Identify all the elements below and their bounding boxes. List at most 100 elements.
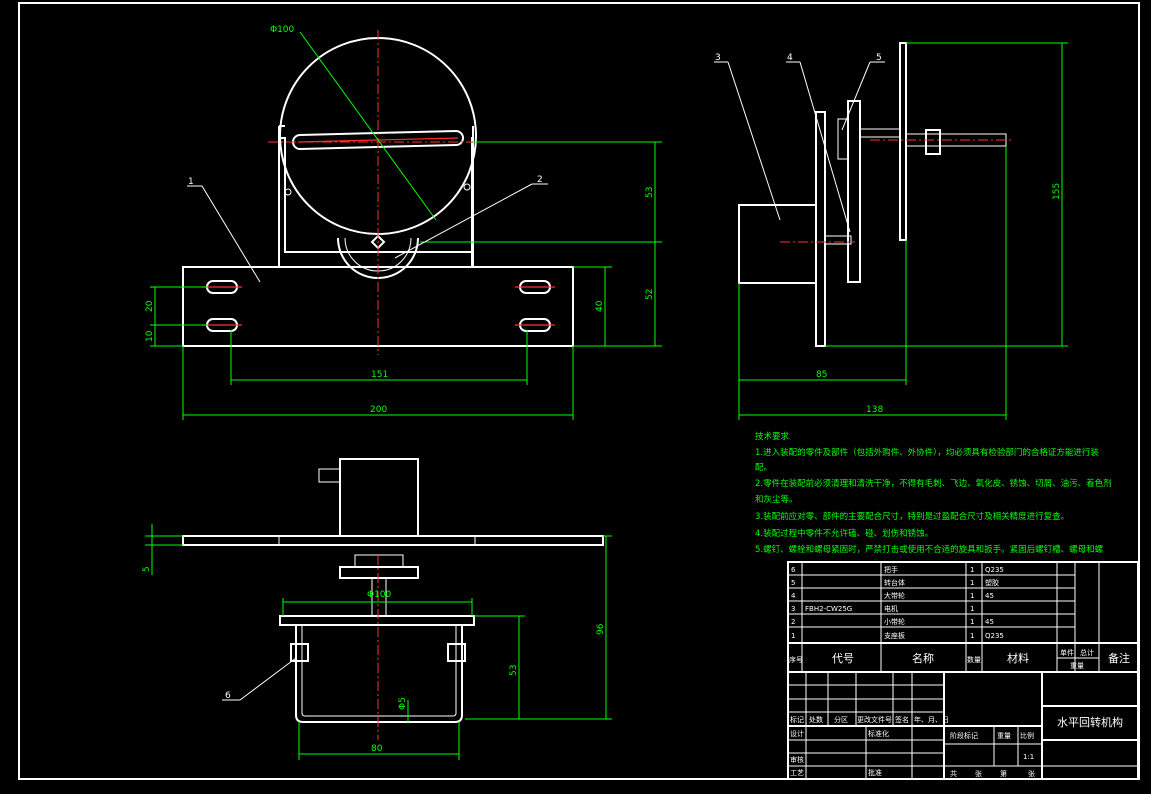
dim-diameter-top: Φ100 [270,25,295,35]
motor-body [738,204,817,284]
callout-4: 4 [787,53,793,63]
dim-53-top: 53 [645,187,655,198]
dim-diameter-bottom: Φ100 [367,590,392,600]
callout-5: 5 [876,53,882,63]
bom-no: 6 [791,566,796,574]
bom-name: 支座板 [884,631,905,640]
hdr-single: 单件 [1060,648,1074,657]
plate-top [182,535,604,546]
dim-10: 10 [145,330,155,342]
bom-material: 45 [985,618,994,626]
bom-qty: 1 [970,592,974,600]
bom-name: 转台体 [884,578,905,587]
callout-3: 3 [715,53,721,63]
bom-name: 把手 [884,565,898,574]
tb-scale: 比例 [1020,731,1034,740]
handle-u [295,625,463,723]
dim-151: 151 [371,370,388,380]
dim-200: 200 [370,405,387,415]
callout-6: 6 [225,691,231,701]
title-block [787,671,1139,780]
handle-slot [292,129,464,151]
hdr-no: 序号 [789,655,803,664]
tb-review: 审核 [790,755,804,764]
note-2a: 2.零件在装配前必须清理和清洗干净，不得有毛刺、飞边、氧化皮、锈蚀、切屑、油污、… [755,478,1112,489]
bom-qty: 1 [970,566,974,574]
tb-zone: 分区 [834,715,848,724]
turntable-plate [899,42,907,241]
bom-no: 5 [791,579,795,587]
tb-sheet-total: 共 [950,769,957,778]
bom-code: FBH2-CW25G [805,605,852,613]
bom-no: 1 [791,632,795,640]
dim-phi5: Φ5 [398,697,408,710]
bom-no: 3 [791,605,795,613]
tb-docno: 更改文件号 [857,715,892,724]
front-view [150,30,662,420]
bom-name: 大带轮 [884,591,905,600]
bom-name: 电机 [884,604,898,613]
callout-1: 1 [188,177,194,187]
support-plate [815,111,826,347]
note-1b: 配。 [755,463,772,473]
hdr-material: 材料 [1007,651,1029,665]
tb-count: 处数 [809,715,823,724]
bom-qty: 1 [970,618,974,626]
dim-20: 20 [145,300,155,312]
bom-material: Q235 [985,566,1004,574]
side-view [714,42,1068,420]
handle-plate [279,615,475,626]
bom-no: 4 [791,592,796,600]
dim-52: 52 [645,289,655,300]
notes-title: 技术要求 [755,431,790,442]
bom-header: 序号 代号 名称 数量 材料 单件 总计 重量 备注 [789,648,1130,670]
dim-80: 80 [371,744,383,754]
dim-5: 5 [142,566,152,572]
bom-name: 小带轮 [884,617,905,626]
note-2b: 和灰尘等。 [755,494,798,505]
top-view [145,458,612,760]
bom-material: 45 [985,592,994,600]
hdr-code: 代号 [832,652,854,665]
dim-53-bottom: 53 [509,665,519,676]
tb-weight: 重量 [997,732,1011,740]
dim-155: 155 [1052,183,1062,200]
bom-no: 2 [791,618,795,626]
tb-scale-value: 1:1 [1023,753,1034,761]
tb-process: 工艺 [790,769,804,777]
dim-138: 138 [866,405,883,415]
technical-notes: 技术要求 1.进入装配的零件及部件（包括外购件、外协件），均必须具有检验部门的合… [755,431,1112,555]
note-3: 3.装配前应对零、部件的主要配合尺寸，特别是过盈配合尺寸及相关精度进行复查。 [755,511,1069,522]
drawing-title: 水平回转机构 [1057,715,1123,729]
hdr-total: 总计 [1080,648,1094,657]
dim-96: 96 [596,623,606,635]
bom-qty: 1 [970,605,974,613]
note-4: 4.装配过程中零件不允许磕、碰、划伤和锈蚀。 [755,528,933,539]
hdr-qty: 数量 [967,655,981,664]
hdr-name: 名称 [912,651,934,665]
tb-date: 年、月、日 [914,715,949,724]
callout-2: 2 [537,175,543,185]
large-pulley [847,100,861,283]
tb-standard: 标准化 [868,729,889,738]
note-1a: 1.进入装配的零件及部件（包括外购件、外协件），均必须具有检验部门的合格证方能进… [755,447,1099,458]
note-5: 5.螺钉、螺栓和螺母紧固时，严禁打击或使用不合适的旋具和扳手。紧固后螺钉槽、螺母… [755,544,1104,555]
tb-mark: 标记 [790,715,804,724]
tb-approve: 批准 [868,768,882,777]
dim-40: 40 [595,300,605,312]
tb-stage: 阶段标记 [950,731,978,740]
tb-sign: 签名 [895,715,909,724]
dim-85: 85 [816,370,827,380]
bom-qty: 1 [970,579,974,587]
hdr-weight: 重量 [1070,662,1084,670]
tb-sheet-unit2: 张 [1028,769,1035,778]
title-block-text: 水平回转机构 标记 处数 分区 更改文件号 签名 年、月、日 设计 标准化 审核… [790,715,1123,778]
bom-material: 塑胶 [985,578,999,587]
tb-design: 设计 [790,729,804,738]
hdr-remark: 备注 [1108,651,1130,665]
drawing-frame [18,2,1140,780]
bom-material: Q235 [985,632,1004,640]
tb-sheet-unit: 张 [975,769,982,778]
tb-sheet-no: 第 [1000,769,1007,778]
